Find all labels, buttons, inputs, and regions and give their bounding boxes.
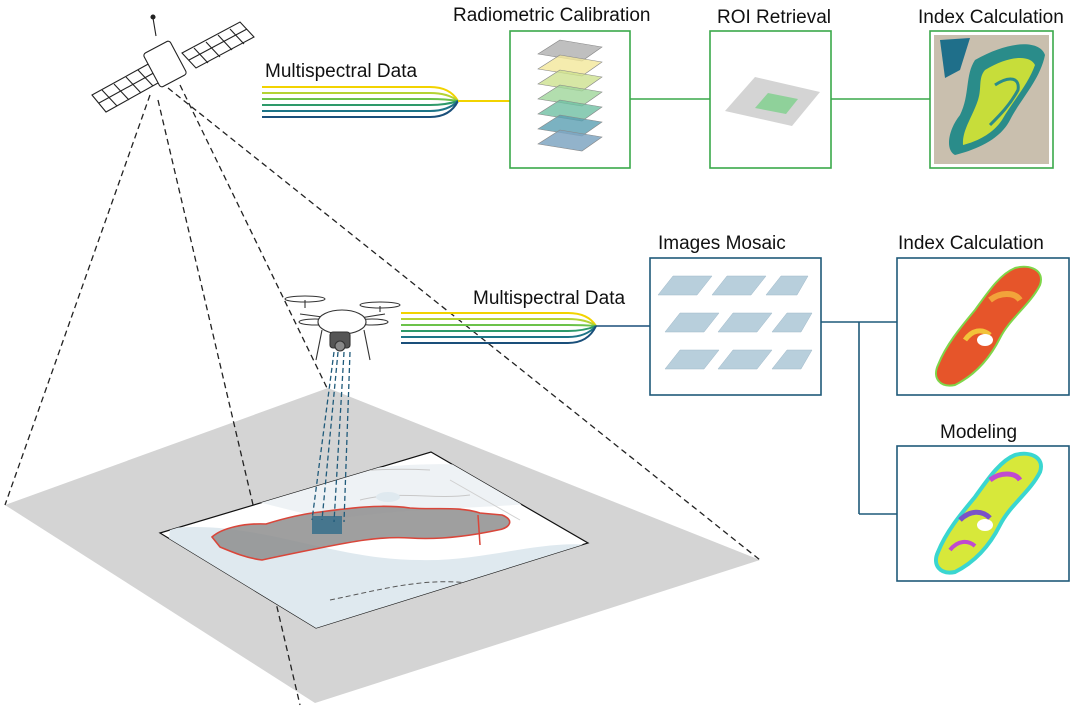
satellite-band-lines	[262, 86, 510, 118]
modeling-box	[896, 445, 1070, 582]
images-mosaic-label: Images Mosaic	[658, 233, 786, 254]
roi-retrieval-label: ROI Retrieval	[717, 7, 832, 28]
study-area-boundary	[210, 505, 511, 561]
roi-retrieval-box	[709, 30, 832, 169]
uav-connector-lines	[821, 321, 897, 515]
images-mosaic-box	[649, 257, 822, 396]
uav-index-box	[896, 257, 1070, 396]
satellite-index-box	[929, 30, 1054, 169]
uav-band-lines	[401, 312, 650, 344]
satellite-icon	[91, 14, 255, 113]
satellite-view-cone	[4, 84, 761, 706]
satellite-index-label: Index Calculation	[918, 7, 1064, 28]
drone-icon	[284, 295, 401, 361]
drone-view-lines	[311, 351, 351, 523]
uav-index-label: Index Calculation	[898, 233, 1044, 254]
radiometric-calibration-box	[509, 30, 631, 169]
radiometric-calibration-label: Radiometric Calibration	[453, 5, 651, 26]
modeling-label: Modeling	[940, 422, 1018, 443]
satellite-data-label: Multispectral Data	[265, 61, 418, 82]
uav-data-label: Multispectral Data	[473, 288, 626, 309]
